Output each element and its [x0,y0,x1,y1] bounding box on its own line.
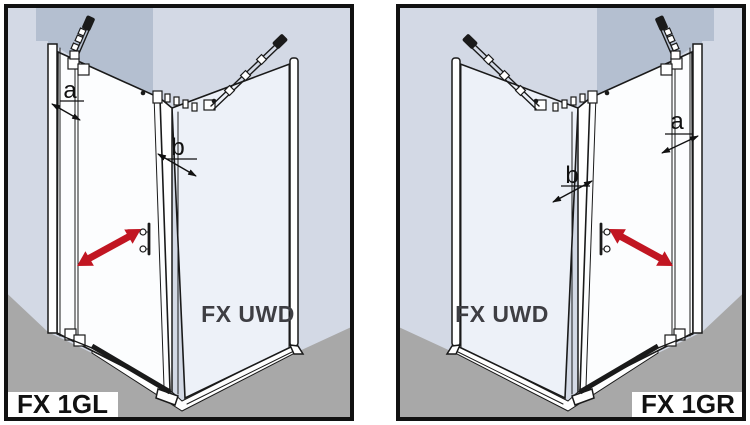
dimension-b-arrow [552,180,593,203]
dimension-a: a [51,77,84,121]
dimension-b: b [157,134,197,177]
diagram-left: a b FX UWD FX 1GL [0,0,360,425]
diagram-frame [4,4,354,421]
diagram-right: a b FX UWD FX 1GR [390,0,750,425]
model-label-box [8,392,118,417]
model-label-box [632,392,742,417]
diagram-line-art [0,0,360,425]
dimension-a-arrow [661,135,699,154]
dimension-a-arrow [51,103,81,121]
dimension-a: a [661,108,699,154]
dimension-b-label: b [565,162,578,189]
side-panel-model-label: FX UWD [201,301,295,327]
dimension-b-arrow [157,153,197,177]
diagram-frame [396,4,746,421]
model-label: FX 1GR [641,389,735,419]
side-panel-model-label: FX UWD [455,301,549,327]
model-label: FX 1GL [17,389,108,419]
diagram-line-art-mirrored [390,0,750,425]
dimension-a-label: a [670,108,684,135]
dimension-a-label: a [63,77,77,104]
dimension-b-label: b [171,134,184,161]
dimension-b: b [552,162,593,203]
